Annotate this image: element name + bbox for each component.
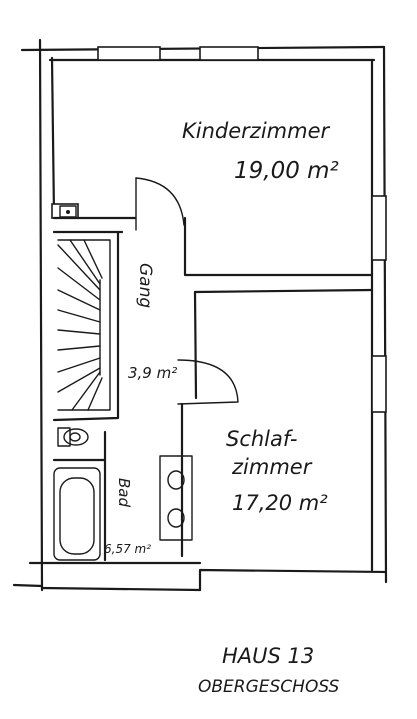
schlafzimmer-area: 17,20 m² xyxy=(232,491,328,515)
gang-area: 3,9 m² xyxy=(128,364,177,382)
bad-label: Bad xyxy=(115,478,133,507)
bathtub-icon xyxy=(53,467,101,561)
door-arc-schlafzimmer xyxy=(177,359,239,405)
kinderzimmer-label: Kinderzimmer xyxy=(182,119,330,143)
kinderzimmer-area: 19,00 m² xyxy=(234,158,339,184)
staircase-icon xyxy=(57,239,111,411)
bad-area: 6,57 m² xyxy=(104,542,151,556)
caption-house: HAUS 13 xyxy=(222,644,314,668)
gang-label: Gang xyxy=(135,263,155,308)
schlafzimmer-label-1: Schlaf- xyxy=(226,427,298,451)
toilet-icon xyxy=(57,427,89,447)
interior-walls xyxy=(52,216,374,562)
chimney-icon xyxy=(59,205,77,218)
windows xyxy=(51,46,387,413)
schlafzimmer-label-2: zimmer xyxy=(231,455,313,479)
washbasin-icon xyxy=(159,455,193,541)
door-arc-kinderzimmer xyxy=(135,177,185,226)
caption-floor: OBERGESCHOSS xyxy=(198,677,340,697)
